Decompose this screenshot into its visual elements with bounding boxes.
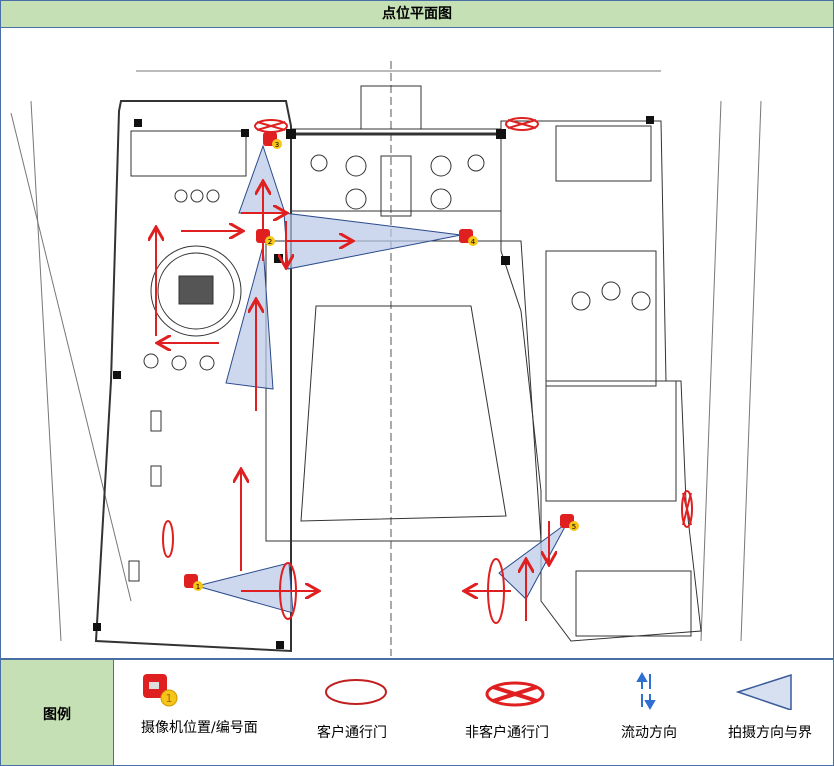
legend-camera: 1 摄像机位置/编号面	[141, 670, 258, 736]
camera-number: 2	[268, 238, 272, 246]
flow-direction-icon	[636, 671, 656, 711]
floor-plan: 1 2 3 4 5	[10, 61, 762, 656]
camera-5-fov	[498, 522, 568, 600]
camera-5[interactable]: 5	[560, 514, 579, 531]
flow-arrows	[156, 183, 549, 621]
camera-2[interactable]: 2	[256, 229, 275, 246]
camera-number: 3	[275, 141, 279, 149]
camera-4[interactable]: 4	[459, 229, 478, 246]
legend: 图例 1 摄像机位置/编号面 客户通行门 非客户通行门 流动方向 拍摄方向与界	[1, 658, 833, 765]
columns	[93, 116, 654, 649]
camera-icon: 1	[143, 674, 178, 707]
legend-shooting-direction: 拍摄方向与界	[728, 670, 812, 741]
camera-1-fov	[195, 562, 294, 614]
legend-title: 图例	[1, 660, 114, 765]
page-title: 点位平面图	[1, 1, 833, 28]
shooting-direction-icon	[735, 673, 792, 712]
tables	[310, 154, 651, 311]
non-customer-door-icon	[485, 681, 545, 707]
camera-3[interactable]: 3	[263, 132, 282, 149]
legend-flow-direction: 流动方向	[621, 670, 677, 741]
camera-number: 5	[572, 523, 576, 531]
legend-non-customer-door: 非客户通行门	[465, 670, 549, 741]
architectural-lines	[10, 61, 762, 656]
customer-door-icon	[325, 679, 387, 705]
non-customer-doors	[254, 117, 693, 528]
legend-customer-door: 客户通行门	[317, 670, 391, 741]
camera-number: 1	[196, 583, 200, 591]
camera-1[interactable]: 1	[184, 574, 203, 591]
customer-doors	[162, 520, 505, 624]
camera-2-fov	[225, 245, 274, 390]
camera-number: 4	[471, 238, 476, 246]
cameras: 1 2 3 4 5	[184, 132, 579, 591]
svg-text:1: 1	[166, 692, 173, 705]
